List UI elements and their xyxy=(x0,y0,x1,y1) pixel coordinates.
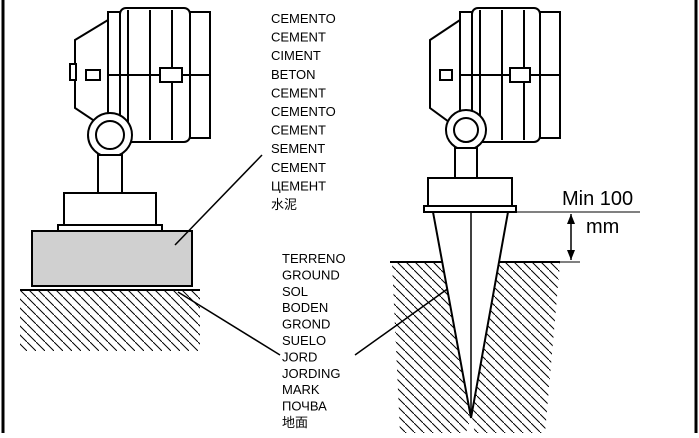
ground-label-7: JORDING xyxy=(282,366,341,381)
ground-label-2: SOL xyxy=(282,284,308,299)
ground-label-0: TERRENO xyxy=(282,251,346,266)
ground-label-4: GROND xyxy=(282,317,330,332)
right-ground-hatch-right xyxy=(472,263,560,433)
ground-label-1: GROUND xyxy=(282,267,340,282)
cement-block xyxy=(31,230,193,287)
cement-label-7: SEMENT xyxy=(271,141,325,156)
dimension-arrowhead-bottom xyxy=(567,250,575,260)
cement-label-5: CEMENTO xyxy=(271,104,336,119)
ground-leader-line-left xyxy=(177,291,281,356)
cement-label-3: BETON xyxy=(271,67,316,82)
cement-label-4: CEMENT xyxy=(271,85,326,100)
cement-label-2: CIMENT xyxy=(271,48,321,63)
ground-label-10: 地面 xyxy=(282,415,308,430)
cement-label-1: CEMENT xyxy=(271,30,326,45)
cement-label-list: CEMENTO CEMENT CIMENT BETON CEMENT CEMENTO CEM… xyxy=(271,11,336,212)
cement-label-10: 水泥 xyxy=(271,197,297,212)
ground-label-3: BODEN xyxy=(282,300,328,315)
cement-leader-line xyxy=(174,154,263,246)
dimension-unit: mm xyxy=(586,216,619,238)
ground-label-5: SUELO xyxy=(282,333,326,348)
cement-label-9: ЦЕМЕНТ xyxy=(271,178,326,193)
cement-label-6: CEMENT xyxy=(271,123,326,138)
dimension-value: Min 100 xyxy=(562,188,633,210)
dimension-arrowhead-top xyxy=(567,214,575,224)
ground-label-6: JORD xyxy=(282,349,317,364)
ground-label-9: ПОЧВА xyxy=(282,399,327,414)
left-ground-hatch xyxy=(20,291,200,351)
right-lamp xyxy=(423,7,561,213)
cement-label-0: CEMENTO xyxy=(271,11,336,26)
ground-label-8: MARK xyxy=(282,382,320,397)
cement-label-8: CEMENT xyxy=(271,160,326,175)
left-lamp xyxy=(57,7,211,232)
